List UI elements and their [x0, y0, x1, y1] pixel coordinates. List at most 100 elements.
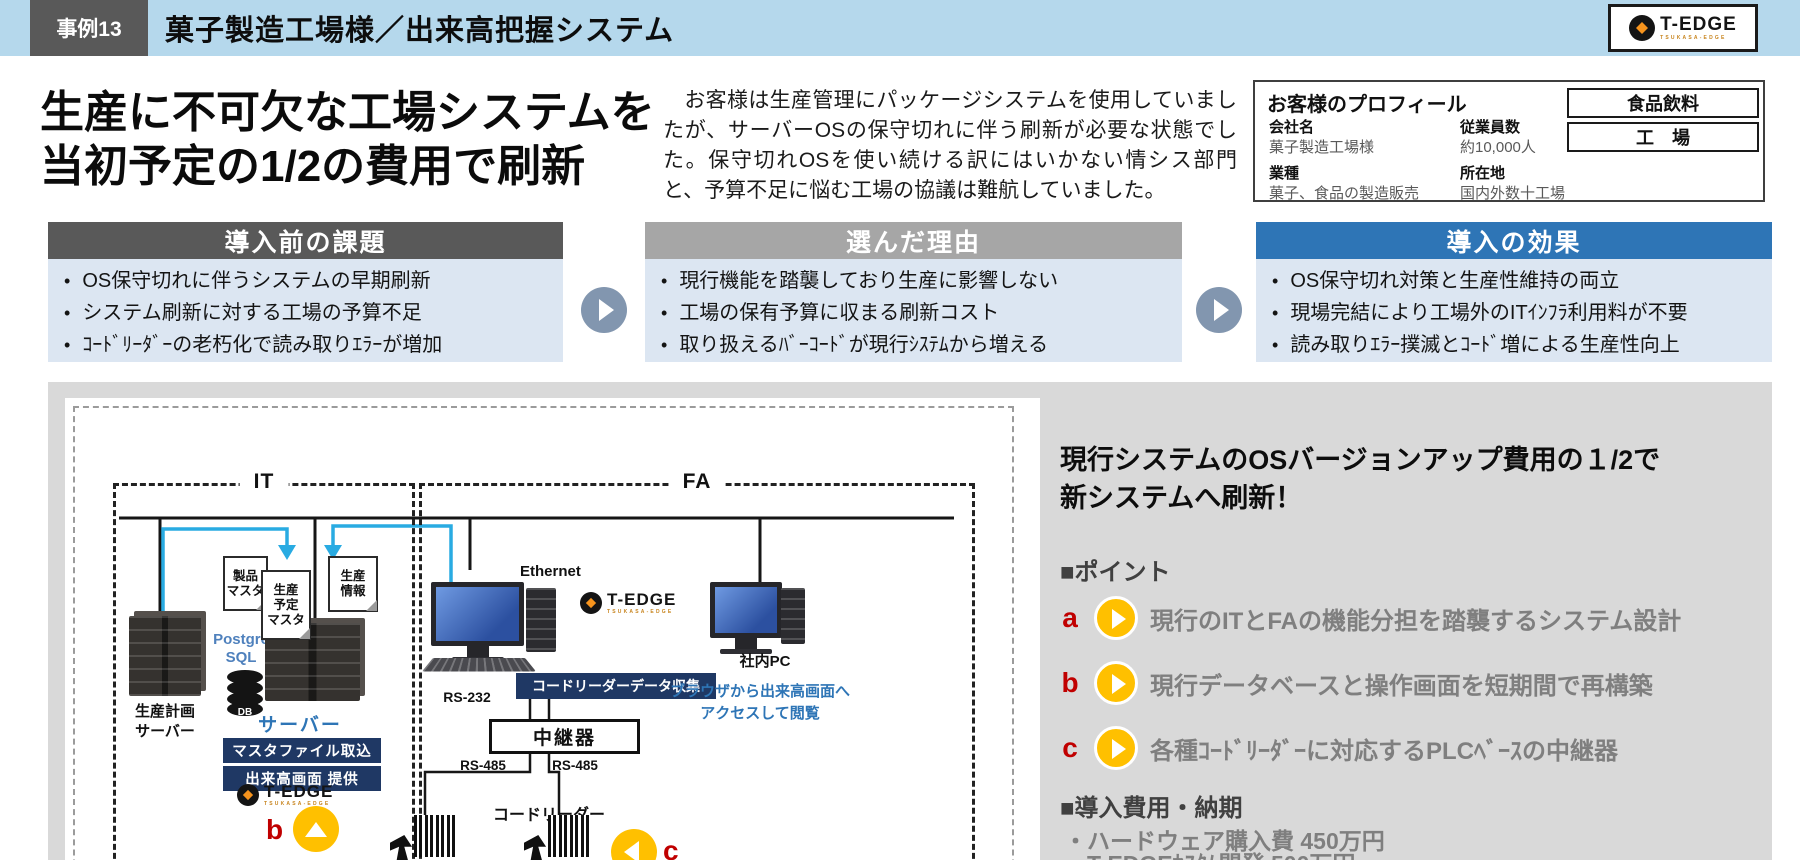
column-header: 導入の効果 [1256, 222, 1772, 259]
barcode-scanner-icon [524, 815, 594, 860]
bullet-item: 取り扱えるﾊﾞｰｺｰﾄﾞが現行ｼｽﾃﾑから増える [661, 329, 1172, 361]
result-title-line-2: 新システムへ刷新！ [1060, 483, 1303, 513]
tedge-moth-icon [1629, 15, 1656, 41]
cost-header: ■導入費用・納期 [1060, 795, 1243, 822]
office-pc-monitor-icon [710, 582, 782, 638]
points-header: ■ポイント [1060, 559, 1171, 586]
bullet-item: 現行機能を踏襲しており生産に影響しない [661, 265, 1172, 297]
point-play-icon [1094, 596, 1138, 640]
flow-arrow-icon [581, 287, 627, 333]
profile-field-label: 従業員数 [1460, 119, 1521, 136]
headline: 生産に不可欠な工場システムを 当初予定の1/2の費用で刷新 [40, 86, 655, 193]
postgresql-label: Postgre SQL [213, 631, 269, 666]
bullet-item: 読み取りｴﾗｰ撲滅とｺｰﾄﾞ増による生産性向上 [1272, 329, 1762, 361]
database-icon: DB [227, 670, 263, 718]
code-reader-collect-banner: コードリーダーデータ収集 [516, 673, 716, 699]
diagram-outer-border [73, 406, 1014, 860]
marker-c-label: c [663, 835, 679, 860]
tedge-logo: T-EDGE TSUKASA-EDGE [580, 591, 676, 615]
fa-zone-label: FA [668, 470, 726, 494]
office-pc-tower-icon [781, 588, 805, 644]
ethernet-label: Ethernet [520, 563, 581, 580]
intro-paragraph: お客様は生産管理にパッケージシステムを使用していましたが、サーバーOSの保守切れ… [663, 89, 1237, 203]
tedge-logo: T-EDGE TSUKASA-EDGE [1629, 15, 1737, 41]
master-file-import-banner: マスタファイル取込 [223, 738, 381, 763]
bottom-panel: IT FA 生産計画 サーバー 製品 マスタ 生産 予定 マスタ 生産 情報 P… [48, 382, 1772, 860]
bullet-item: 工場の保有予算に収まる刷新コスト [661, 297, 1172, 329]
marker-b-icon [293, 806, 339, 852]
headline-line-1: 生産に不可欠な工場システムを [40, 88, 655, 137]
profile-field-label: 所在地 [1460, 165, 1506, 182]
point-text: 現行のITとFAの機能分担を踏襲するシステム設計 [1150, 607, 1682, 635]
system-diagram: IT FA 生産計画 サーバー 製品 マスタ 生産 予定 マスタ 生産 情報 P… [65, 398, 1040, 860]
column-effects: 導入の効果 OS保守切れ対策と生産性維持の両立 現場完結により工場外のITｲﾝﾌ… [1256, 222, 1772, 362]
point-text: 現行データベースと操作画面を短期間で再構築 [1150, 672, 1653, 700]
result-panel: 現行システムのOSバージョンアップ費用の１/2で 新システムへ刷新！ ■ポイント… [1058, 382, 1772, 860]
barcode-scanner-icon [390, 815, 460, 860]
flow-arrow-icon [1196, 287, 1242, 333]
tedge-logo-subtext: TSUKASA-EDGE [1660, 35, 1727, 41]
point-row-c: c 各種ｺｰﾄﾞﾘｰﾀﾞｰに対応するPLCﾍﾞｰｽの中継器 [1058, 725, 1618, 771]
bullet-item: 現場完結により工場外のITｲﾝﾌﾗ利用料が不要 [1272, 297, 1762, 329]
point-key: c [1062, 732, 1078, 763]
profile-field-value: 国内外数十工場 [1460, 185, 1566, 202]
tedge-logo: T-EDGE TSUKASA-EDGE [237, 783, 333, 807]
point-row-b: b 現行データベースと操作画面を短期間で再構築 [1058, 660, 1653, 706]
page-title: 菓子製造工場様／出来高把握システム [165, 15, 675, 47]
point-key: a [1062, 602, 1078, 633]
top-bar: 事例13 菓子製造工場様／出来高把握システム T-EDGE TSUKASA-ED… [0, 0, 1800, 56]
bullet-item: システム刷新に対する工場の予算不足 [64, 297, 553, 329]
bullet-item: OS保守切れに伴うシステムの早期刷新 [64, 265, 553, 297]
industry-tag: 食品飲料 [1567, 88, 1759, 118]
server-icon [265, 623, 360, 701]
tedge-moth-icon [237, 784, 259, 806]
profile-field-value: 菓子、食品の製造販売 [1269, 185, 1420, 202]
point-play-icon [1094, 726, 1138, 770]
production-plan-server-icon [129, 616, 201, 696]
bullet-item: ｺｰﾄﾞﾘｰﾀﾞｰの老朽化で読み取りｴﾗｰが増加 [64, 329, 553, 361]
production-plan-server-label: サーバー [135, 723, 195, 740]
fa-zone: FA [419, 470, 975, 860]
cost-line: ・ハードウェア購入費 450万円 [1064, 828, 1385, 854]
profile-field-label: 会社名 [1269, 119, 1315, 136]
headline-line-2: 当初予定の1/2の費用で刷新 [40, 141, 586, 191]
bullet-item: OS保守切れ対策と生産性維持の両立 [1272, 265, 1762, 297]
point-play-icon [1094, 661, 1138, 705]
column-header: 選んだ理由 [645, 222, 1182, 259]
marker-c-icon [611, 829, 657, 860]
tedge-logo-text: T-EDGE [1660, 14, 1737, 35]
production-plan-server-label: 生産計画 [134, 703, 195, 720]
tedge-moth-icon [580, 592, 602, 614]
production-schedule-master-doc: 生産 予定 マスタ [261, 570, 311, 640]
marker-b-label: b [266, 814, 284, 845]
production-info-doc: 生産 情報 [328, 556, 378, 612]
point-key: b [1061, 667, 1079, 698]
case-number-label: 事例13 [56, 18, 122, 41]
case-number-badge: 事例13 [30, 0, 148, 56]
office-pc-label: 社内PC [739, 653, 791, 670]
db-label: DB [237, 707, 253, 718]
point-row-a: a 現行のITとFAの機能分担を踏襲するシステム設計 [1058, 595, 1681, 641]
profile-field-value: 菓子製造工場様 [1269, 139, 1375, 156]
profile-field-label: 業種 [1269, 165, 1300, 182]
point-text: 各種ｺｰﾄﾞﾘｰﾀﾞｰに対応するPLCﾍﾞｰｽの中継器 [1150, 737, 1618, 765]
rs232-label: RS-232 [443, 689, 491, 705]
column-before-issues: 導入前の課題 OS保守切れに伴うシステムの早期刷新 システム刷新に対する工場の予… [48, 222, 563, 362]
factory-tag: 工 場 [1567, 122, 1759, 152]
browser-access-note: ブラウザから出来高画面へ アクセスして閲覧 [669, 683, 850, 722]
profile-field-value: 約10,000人 [1460, 139, 1536, 156]
rs485-right-label: RS-485 [552, 758, 598, 773]
rs485-left-label: RS-485 [460, 758, 506, 773]
company-logo-box: T-EDGE TSUKASA-EDGE [1608, 4, 1758, 52]
column-header: 導入前の課題 [48, 222, 563, 259]
it-zone: IT [113, 470, 415, 860]
cost-line: ・T-EDGEｶｽﾀﾑ開発 500万円 [1064, 845, 1355, 860]
fa-pc-monitor-icon [431, 582, 524, 646]
server-label: サーバー [258, 715, 342, 736]
profile-title: お客様のプロフィール [1267, 94, 1467, 116]
relay-box: 中継器 [489, 719, 640, 754]
fa-pc-keyboard-icon [421, 657, 537, 672]
it-zone-label: IT [239, 470, 289, 494]
customer-profile-box: お客様のプロフィール 会社名 菓子製造工場様 従業員数 約10,000人 業種 … [1253, 80, 1765, 202]
